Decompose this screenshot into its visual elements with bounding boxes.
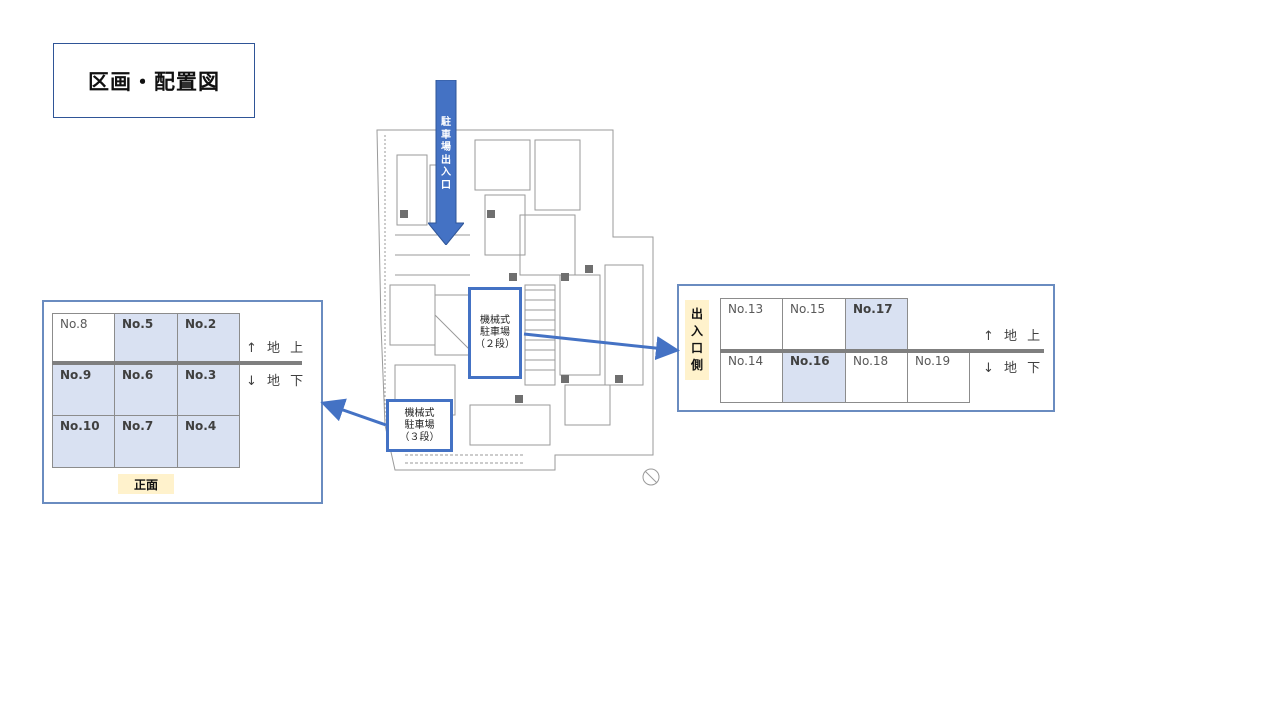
entrance-label: 駐 車 場 出 入 口 — [441, 117, 451, 191]
title-box: 区画・配置図 — [53, 43, 255, 118]
parking-space: No.3 — [177, 364, 240, 416]
ground-level-line — [720, 349, 1044, 353]
parking-space: No.4 — [177, 415, 240, 468]
mechanical-parking-3tier: 機械式 駐車場 （３段） — [386, 399, 453, 452]
parking-space: No.18 — [845, 350, 908, 403]
parking-space: No.16 — [782, 350, 846, 403]
entrance-side-label: 出 入 口 側 — [685, 300, 709, 380]
parking-space: No.8 — [52, 313, 115, 365]
parking-space: No.5 — [114, 313, 178, 365]
above-ground-label: ↑ 地 上 — [246, 341, 307, 356]
parking-space: No.9 — [52, 364, 115, 416]
parking-space: No.14 — [720, 350, 783, 403]
below-ground-label: ↓ 地 下 — [246, 374, 307, 389]
parking-space: No.17 — [845, 298, 908, 351]
below-ground-label: ↓ 地 下 — [983, 361, 1044, 376]
parking-space: No.15 — [782, 298, 846, 351]
parking-space: No.2 — [177, 313, 240, 365]
entrance-arrow — [428, 80, 464, 245]
parking-space: No.7 — [114, 415, 178, 468]
parking-space: No.13 — [720, 298, 783, 351]
front-label: 正面 — [118, 474, 174, 494]
above-ground-label: ↑ 地 上 — [983, 329, 1044, 344]
parking-space: No.10 — [52, 415, 115, 468]
parking-space: No.6 — [114, 364, 178, 416]
parking-space: No.19 — [907, 350, 970, 403]
page-title: 区画・配置図 — [88, 69, 220, 94]
mechanical-parking-2tier: 機械式 駐車場 （２段） — [468, 287, 522, 379]
ground-level-line — [52, 361, 302, 365]
